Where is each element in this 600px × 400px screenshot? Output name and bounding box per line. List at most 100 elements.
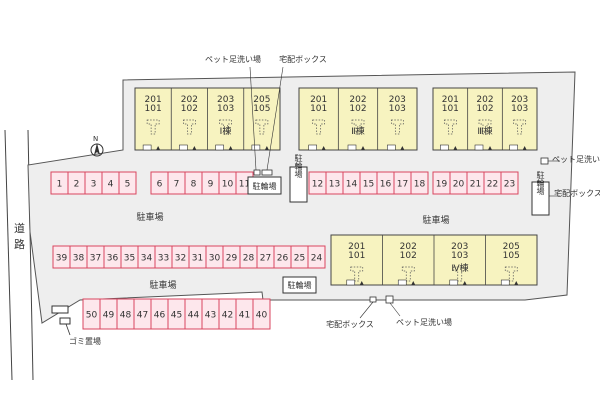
pet-wash-right-label: ペット足洗い場 <box>552 154 600 164</box>
unit-number-upper: 202 <box>349 95 366 105</box>
parking-space-number: 13 <box>329 180 340 190</box>
parking-space-number: 31 <box>192 254 203 264</box>
parking-space-number: 48 <box>120 311 132 321</box>
parking-space-number: 44 <box>188 311 200 321</box>
parking-space-number: 42 <box>222 311 233 321</box>
parking-space <box>500 171 519 195</box>
parking-space-number: 5 <box>125 180 131 190</box>
parking-space-number: 41 <box>239 311 250 321</box>
parking-space <box>252 298 271 330</box>
parking-space-number: 24 <box>311 254 323 264</box>
parking-space-number: 28 <box>243 254 255 264</box>
parking-space-number: 14 <box>346 180 358 190</box>
pet-wash-top: ペット足洗い場 <box>205 54 261 176</box>
parking-space-number: 47 <box>137 311 148 321</box>
unit-number-upper: 202 <box>400 242 417 252</box>
parking-space-number: 27 <box>260 254 271 264</box>
parking-space-number: 46 <box>154 311 166 321</box>
unit-number-upper: 203 <box>511 95 528 105</box>
parking-space-number: 23 <box>504 180 515 190</box>
parking-space-number: 30 <box>209 254 221 264</box>
road-label-char-1: 道 <box>14 221 25 235</box>
delivery-box-bottom: 宅配ボックス <box>326 296 377 329</box>
building-name: Ⅰ棟 <box>220 125 232 137</box>
parking-space-number: 33 <box>158 254 169 264</box>
bicycle-parking-2: 駐輪場 <box>289 153 308 203</box>
delivery-box-top: 宅配ボックス <box>261 54 327 176</box>
parking-space-number: 43 <box>205 311 216 321</box>
building-name: Ⅱ棟 <box>351 125 364 137</box>
parking-space-number: 15 <box>363 180 374 190</box>
parking-space-number: 18 <box>414 180 426 190</box>
parking-row-6: 50 49 48 47 46 45 44 43 42 41 40 <box>82 298 271 330</box>
pet-wash-bottom-label: ペット足洗い場 <box>396 317 452 327</box>
parking-space-number: 32 <box>175 254 186 264</box>
building-name: Ⅳ棟 <box>451 262 468 274</box>
parking-space <box>118 171 137 195</box>
parking-space-number: 6 <box>157 180 163 190</box>
unit-number-upper: 203 <box>389 95 406 105</box>
parking-space-number: 35 <box>124 254 135 264</box>
unit-number-lower: 101 <box>442 104 459 114</box>
parking-space-number: 50 <box>86 311 98 321</box>
bicycle-parking-3: 駐輪場 <box>531 170 550 216</box>
trash-area: ゴミ置場 <box>51 305 101 346</box>
parking-space-number: 3 <box>91 180 97 190</box>
unit-number-lower: 105 <box>253 104 270 114</box>
unit-number-upper: 203 <box>451 242 468 252</box>
parking-space-number: 38 <box>73 254 85 264</box>
parking-space-number: 20 <box>453 180 465 190</box>
delivery-box-top-label: 宅配ボックス <box>279 54 327 64</box>
unit-number-lower: 101 <box>310 104 327 114</box>
delivery-box-bottom-label: 宅配ボックス <box>326 319 374 329</box>
unit-number-lower: 103 <box>389 104 406 114</box>
north-label: N <box>93 135 98 143</box>
parking-space-number: 16 <box>380 180 392 190</box>
unit-number-upper: 205 <box>503 242 520 252</box>
bicycle-parking-2-label: 駐輪場 <box>294 153 303 179</box>
parking-space-number: 26 <box>277 254 289 264</box>
bicycle-parking-1: 駐輪場 <box>247 176 282 195</box>
delivery-box-right-label: 宅配ボックス <box>554 188 600 198</box>
unit-number-lower: 103 <box>511 104 528 114</box>
unit-number-lower: 103 <box>217 104 234 114</box>
unit-number-upper: 201 <box>442 95 459 105</box>
pet-wash-bottom: ペット足洗い場 <box>385 295 452 327</box>
bicycle-parking-1-label: 駐輪場 <box>253 181 277 191</box>
unit-number-upper: 202 <box>181 95 198 105</box>
building-name: Ⅲ棟 <box>477 125 492 137</box>
unit-number-lower: 103 <box>451 251 468 261</box>
parking-space-number: 37 <box>90 254 101 264</box>
unit-number-lower: 101 <box>145 104 162 114</box>
parking-space-number: 7 <box>174 180 180 190</box>
unit-number-upper: 201 <box>310 95 327 105</box>
parking-space-number: 2 <box>74 180 80 190</box>
parking-space-number: 21 <box>470 180 481 190</box>
unit-number-lower: 102 <box>349 104 366 114</box>
parking-space-number: 45 <box>171 311 182 321</box>
parking-space-number: 40 <box>256 311 268 321</box>
parking-space-number: 49 <box>103 311 115 321</box>
unit-number-lower: 102 <box>400 251 417 261</box>
parking-space-number: 36 <box>107 254 119 264</box>
parking-space-number: 8 <box>191 180 197 190</box>
parking-space-number: 19 <box>436 180 448 190</box>
pet-wash-top-label: ペット足洗い場 <box>205 54 261 64</box>
parking-space-number: 10 <box>222 180 234 190</box>
parking-space-number: 9 <box>208 180 214 190</box>
delivery-box-right: 宅配ボックス <box>549 188 600 198</box>
road-label-char-2: 路 <box>14 238 25 251</box>
unit-number-lower: 102 <box>181 104 198 114</box>
parking-space-number: 17 <box>397 180 408 190</box>
